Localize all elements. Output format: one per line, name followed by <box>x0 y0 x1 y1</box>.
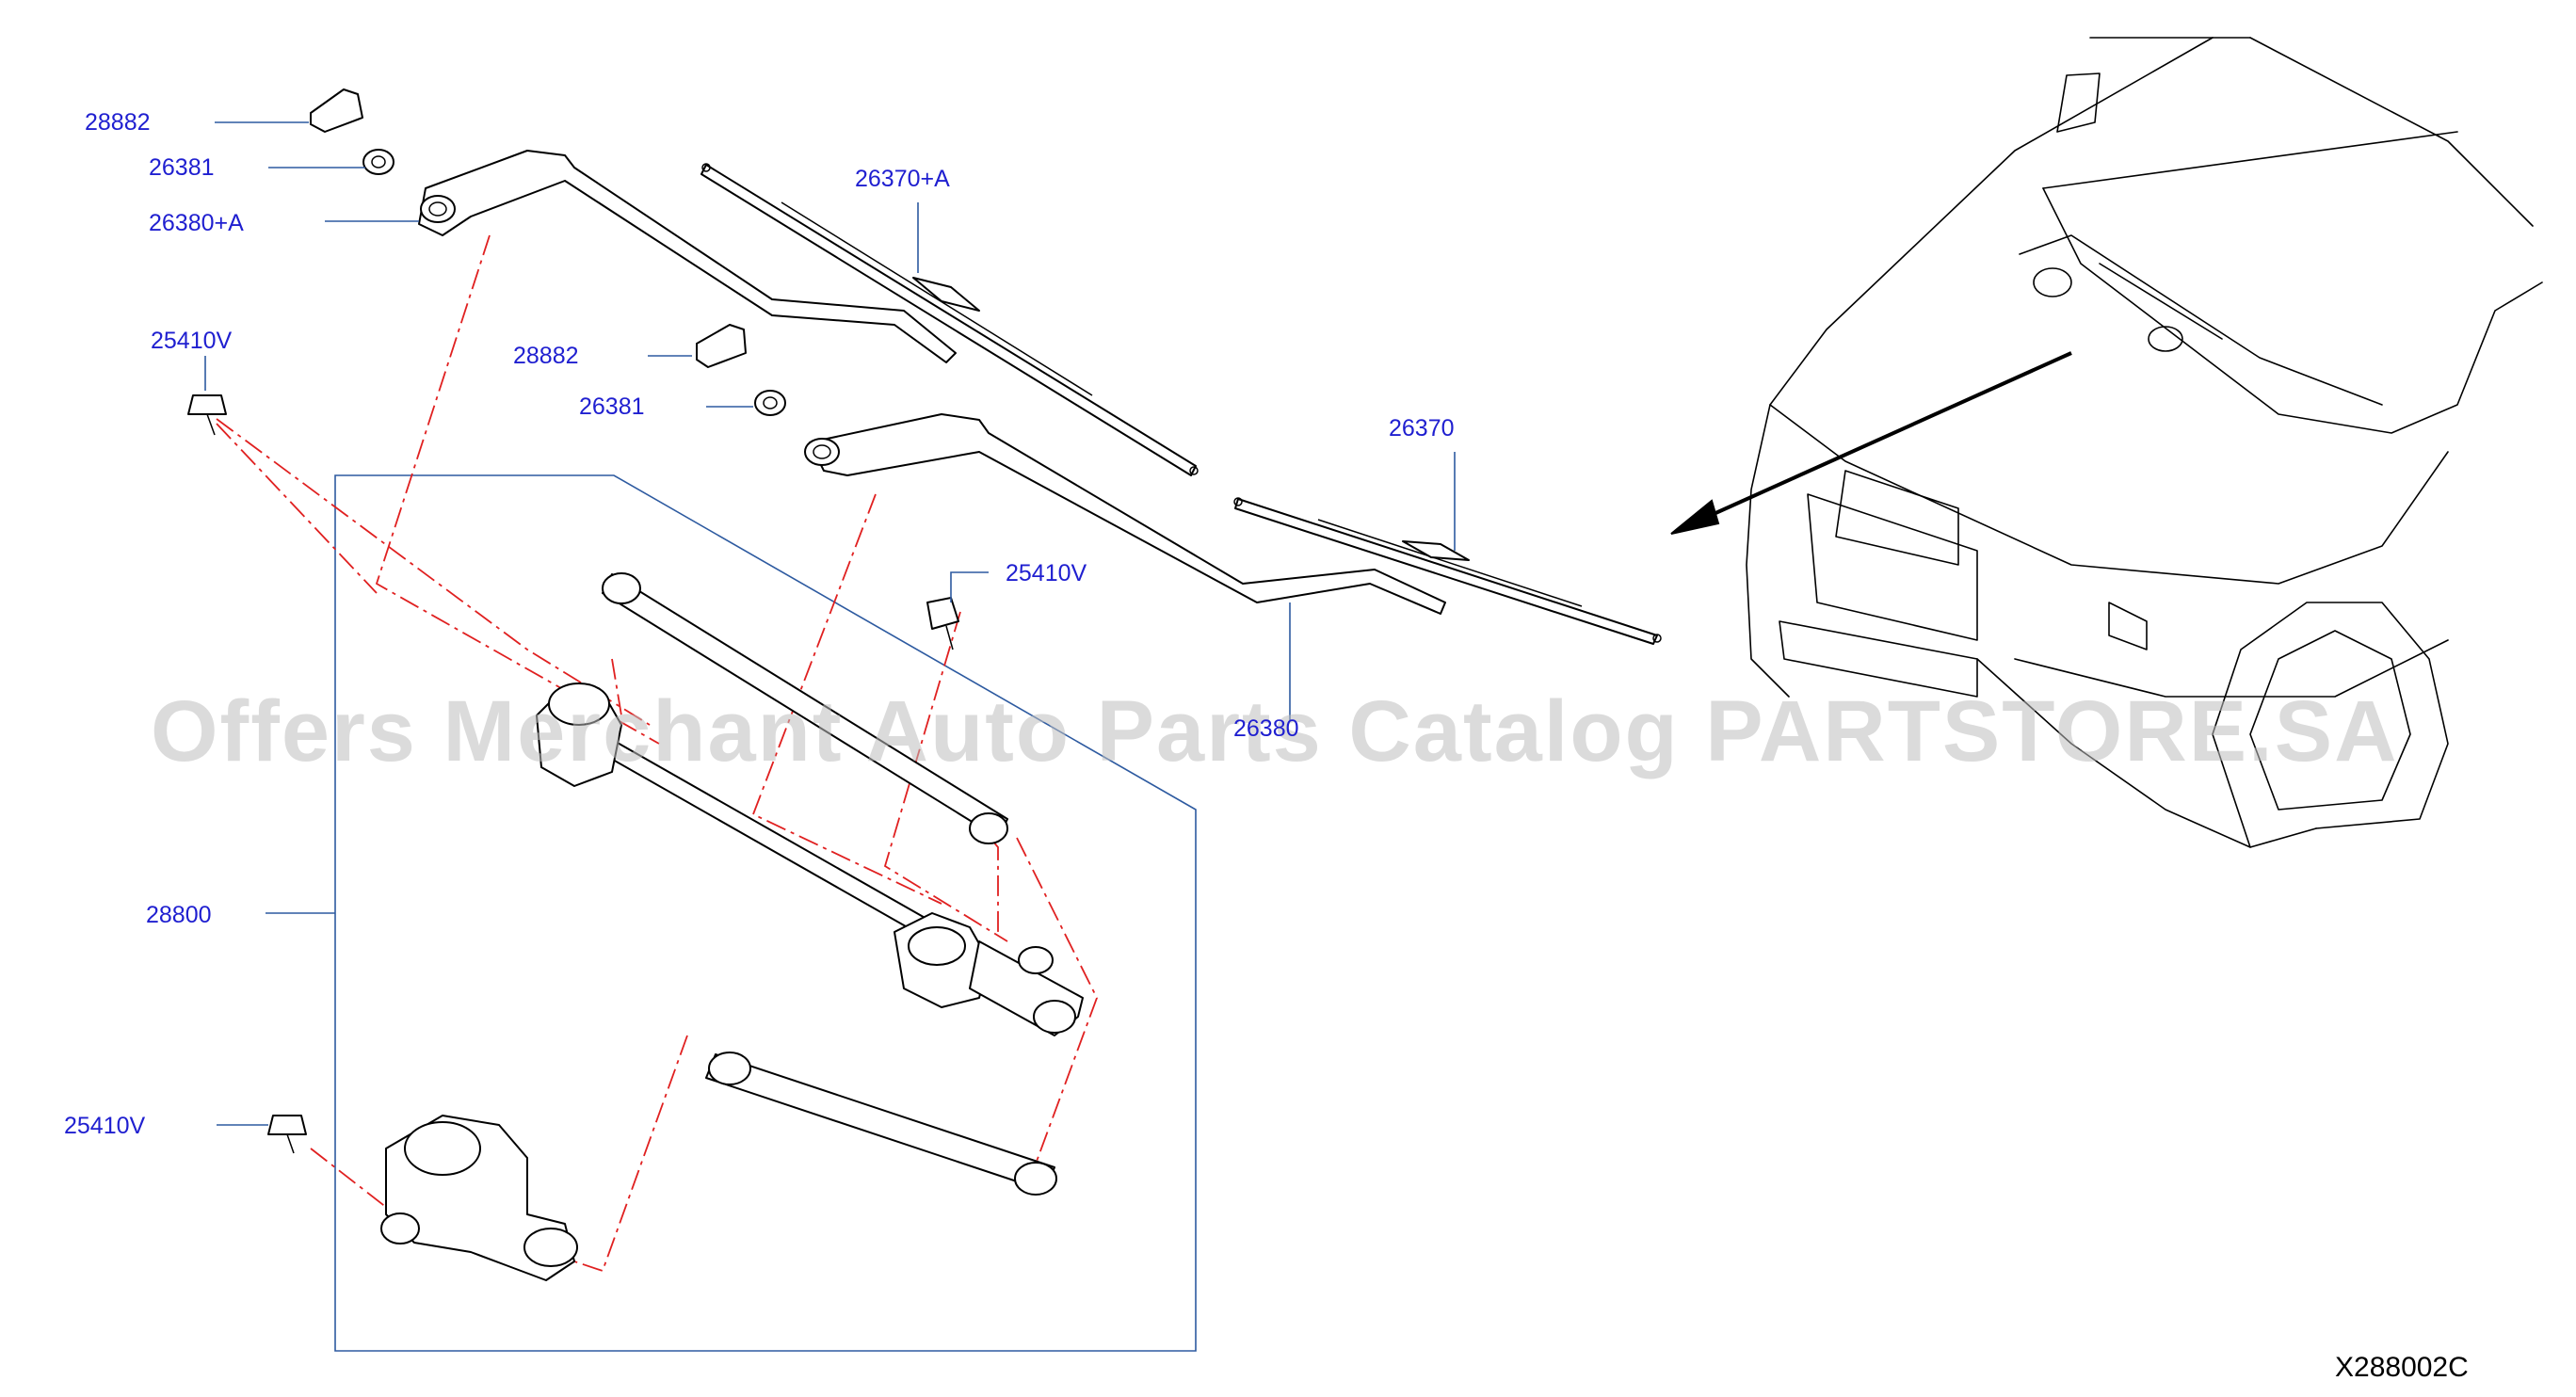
pivot-cap-upper[interactable] <box>310 88 363 133</box>
callout-26381-upper[interactable]: 26381 <box>149 154 215 181</box>
callout-26370a[interactable]: 26370+A <box>855 166 950 192</box>
callout-26380[interactable]: 26380 <box>1233 715 1299 742</box>
wiper-motor[interactable] <box>380 1115 578 1281</box>
callout-26381-lower[interactable]: 26381 <box>579 393 645 420</box>
callout-28800[interactable]: 28800 <box>146 902 212 928</box>
bolt-left-top[interactable] <box>187 394 227 436</box>
pivot-cap-lower[interactable] <box>696 324 747 368</box>
vehicle-illustration <box>1746 37 2543 848</box>
callout-25410v-bottom[interactable]: 25410V <box>64 1113 146 1139</box>
callout-26370[interactable]: 26370 <box>1389 415 1455 442</box>
callout-25410v-top[interactable]: 25410V <box>151 328 233 354</box>
view-direction-arrow <box>1670 351 2072 535</box>
bolt-center[interactable] <box>926 597 959 650</box>
watermark-text: Offers Merchant Auto Parts Catalog PARTS… <box>151 683 2399 779</box>
wiper-blade-lower[interactable] <box>1233 497 1662 645</box>
pivot-nut-lower[interactable] <box>754 390 786 416</box>
callout-28882-upper[interactable]: 28882 <box>85 109 151 136</box>
callout-labels: 28882 26381 26380+A 25410V 28882 26381 2… <box>64 109 1455 1139</box>
assembly-frame <box>334 474 1197 1352</box>
connecting-rod[interactable] <box>705 1052 1057 1196</box>
wiper-arm-upper[interactable] <box>418 150 957 363</box>
diagram-code: X288002C <box>2335 1352 2469 1383</box>
wiper-linkage[interactable] <box>536 572 1084 1036</box>
callout-25410v-center[interactable]: 25410V <box>1006 560 1087 586</box>
wiper-arm-lower[interactable] <box>804 413 1446 615</box>
leader-lines <box>204 121 1456 1126</box>
callout-26380a[interactable]: 26380+A <box>149 210 244 236</box>
pivot-nut-upper[interactable] <box>362 149 394 175</box>
bolt-left-bottom[interactable] <box>267 1115 307 1154</box>
callout-28882-lower[interactable]: 28882 <box>513 343 579 369</box>
wiper-blade-upper[interactable] <box>700 163 1199 476</box>
